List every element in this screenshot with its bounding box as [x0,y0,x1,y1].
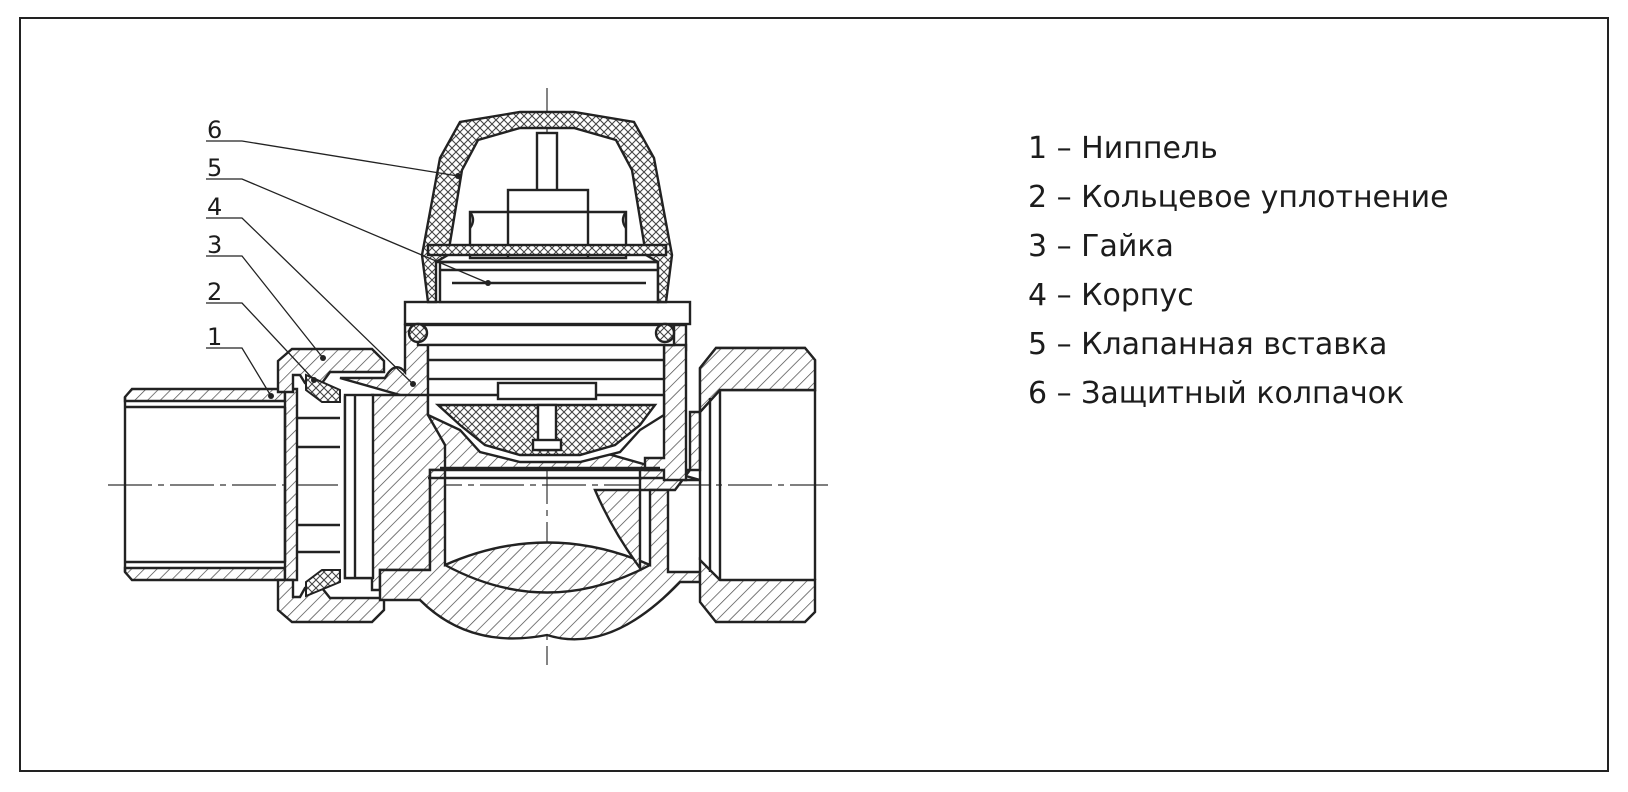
valve-insert [403,260,692,480]
inlet-ring [343,393,375,580]
callout-numbers: 6 5 4 3 2 1 [207,116,222,351]
leader-2 [206,302,315,381]
legend-item-valve-insert: 5 – Клапанная вставка [1028,327,1388,362]
leader-3 [206,255,324,359]
leader-6 [206,140,459,177]
leader-lines [206,140,489,397]
stem-and-hexnut [468,131,628,260]
legend-item-nipple: 1 – Ниппель [1028,131,1218,166]
callout-6: 6 [207,116,222,144]
legend-item-o-ring: 2 – Кольцевое уплотнение [1028,180,1449,215]
leader-5 [206,178,489,284]
callout-2: 2 [207,278,222,306]
legend-item-body: 4 – Корпус [1028,278,1194,313]
callout-4: 4 [207,193,222,221]
callout-5: 5 [207,154,222,182]
nipple-part [123,387,340,582]
parts-legend: 1 – Ниппель 2 – Кольцевое уплотнение 3 –… [1028,124,1449,418]
callout-3: 3 [207,231,222,259]
legend-item-protective-cap: 6 – Защитный колпачок [1028,376,1405,411]
callout-1: 1 [207,323,222,351]
leader-4 [206,217,414,385]
leader-dots [268,173,491,399]
nut-part [276,347,386,624]
protective-cap [420,110,674,304]
leader-1 [206,347,272,397]
legend-item-nut: 3 – Гайка [1028,229,1174,264]
diagram-frame [19,17,1609,772]
